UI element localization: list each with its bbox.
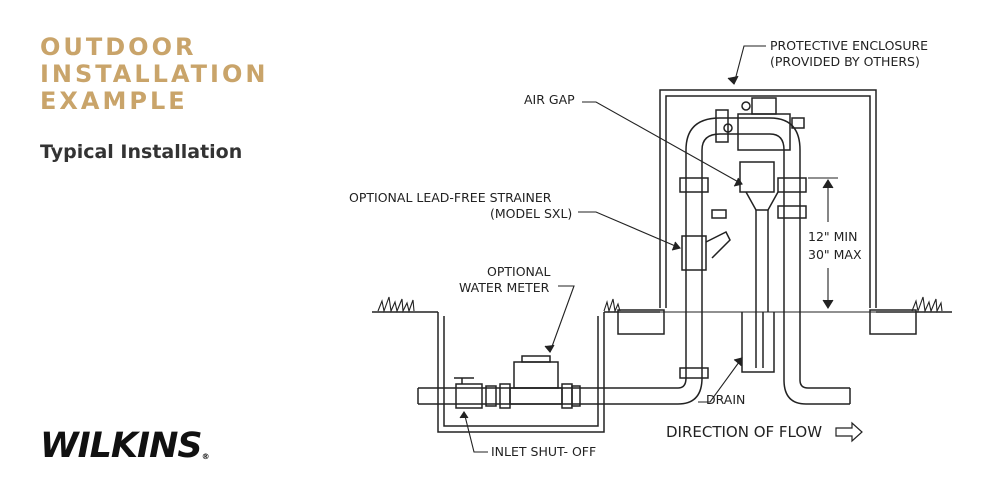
concrete-pad <box>617 309 917 335</box>
riser-pipe <box>679 150 709 379</box>
grass-icon <box>377 296 943 314</box>
label-drain: DRAIN <box>706 392 745 407</box>
inlet-pipe <box>417 377 703 405</box>
heading-line-1: OUTDOOR <box>40 33 197 61</box>
meter-pit <box>437 312 605 433</box>
protective-enclosure <box>659 89 877 308</box>
inlet-valve <box>454 377 497 409</box>
label-height-max: 30" MAX <box>808 247 862 262</box>
logo-text: WILKINS <box>40 426 203 466</box>
label-height-min: 12" MIN <box>808 229 857 244</box>
top-loop-pipe <box>685 117 801 151</box>
wilkins-logo: WILKINS® <box>40 426 210 466</box>
drain-pit <box>741 312 775 373</box>
page-heading: OUTDOOR INSTALLATION EXAMPLE <box>40 34 268 115</box>
label-water-meter: WATER METER <box>459 280 550 295</box>
heading-line-2: INSTALLATION <box>40 60 269 88</box>
label-air-gap: AIR GAP <box>524 92 575 107</box>
label-protective-enclosure: PROTECTIVE ENCLOSURE <box>770 38 928 53</box>
label-provided-by-others: (PROVIDED BY OTHERS) <box>770 54 920 69</box>
label-strainer-model: (MODEL SXL) <box>490 206 572 221</box>
subheading: Typical Installation <box>40 141 243 163</box>
backflow-assembly <box>715 97 805 193</box>
height-dimension <box>808 177 838 310</box>
label-direction-of-flow: DIRECTION OF FLOW <box>666 423 822 441</box>
leader-lines <box>459 45 766 453</box>
outlet-pipe <box>777 150 851 405</box>
heading-line-3: EXAMPLE <box>40 87 188 115</box>
label-optional: OPTIONAL <box>487 264 550 279</box>
air-gap-drain <box>745 191 779 312</box>
strainer <box>681 209 731 271</box>
registered-mark: ® <box>201 452 210 461</box>
label-strainer: OPTIONAL LEAD-FREE STRAINER <box>349 190 552 205</box>
label-inlet-shut-off: INLET SHUT- OFF <box>491 444 596 459</box>
flow-arrow-icon <box>835 421 863 443</box>
water-meter <box>499 355 581 409</box>
